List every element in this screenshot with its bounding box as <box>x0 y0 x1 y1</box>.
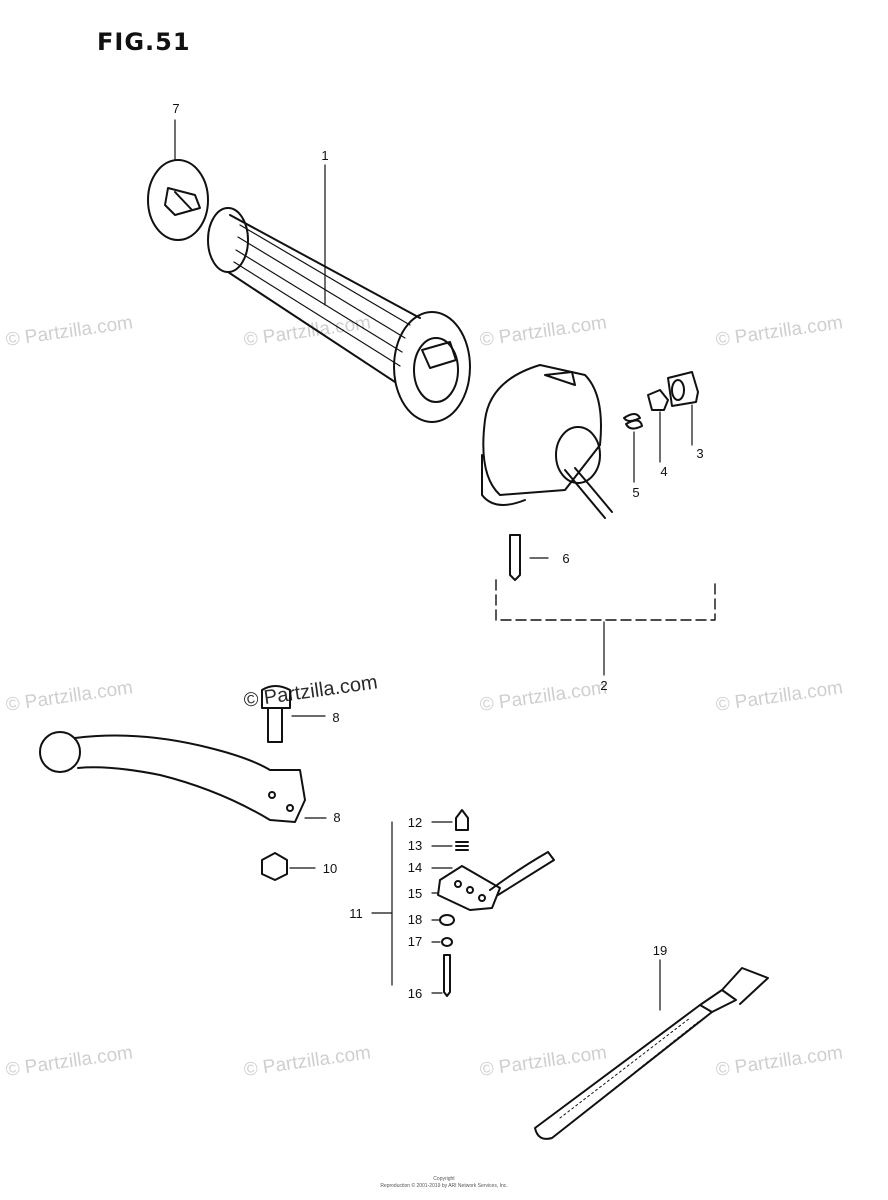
callout-5: 5 <box>632 485 639 500</box>
callout-6: 6 <box>562 551 569 566</box>
part-12-nut <box>431 809 469 831</box>
callout-1: 1 <box>321 148 328 163</box>
callout-18: 18 <box>408 912 422 927</box>
callout-12: 12 <box>408 815 422 830</box>
callout-10: 10 <box>323 861 337 876</box>
part-4-nut <box>647 389 669 411</box>
part-8-lever <box>39 731 327 823</box>
part-3-cap <box>667 371 699 407</box>
part-5-spring <box>623 413 643 430</box>
figure-title: FIG.51 <box>97 28 191 56</box>
part-16-screw <box>431 954 451 997</box>
part-19-strap <box>534 959 769 1140</box>
part-1-grip <box>207 207 471 423</box>
footer-line-2: Reproduction © 2001-2019 by ARI Network … <box>380 1183 508 1189</box>
part-7-cap <box>147 159 209 241</box>
part-17-washer <box>431 937 453 947</box>
part-2-housing <box>481 364 613 519</box>
part-6-screw <box>509 534 549 581</box>
part-13-spring <box>431 841 469 851</box>
callout-17: 17 <box>408 934 422 949</box>
callout-3: 3 <box>696 446 703 461</box>
callout-15: 15 <box>408 886 422 901</box>
callout-7: 7 <box>172 101 179 116</box>
callout-19: 19 <box>653 943 667 958</box>
footer-line-1: Copyright <box>433 1176 455 1182</box>
part-18-washer <box>431 914 455 926</box>
part-14-15-switch <box>431 851 555 911</box>
callout-4: 4 <box>660 464 667 479</box>
callout-2: 2 <box>600 678 607 693</box>
callout-8-bolt: 8 <box>332 710 339 725</box>
part-10-nut <box>261 852 316 881</box>
callout-13: 13 <box>408 838 422 853</box>
callout-16: 16 <box>408 986 422 1001</box>
callout-14: 14 <box>408 860 422 875</box>
callout-8-lever: 8 <box>333 810 340 825</box>
part-9-bolt <box>261 685 326 743</box>
callout-11: 11 <box>349 906 363 921</box>
